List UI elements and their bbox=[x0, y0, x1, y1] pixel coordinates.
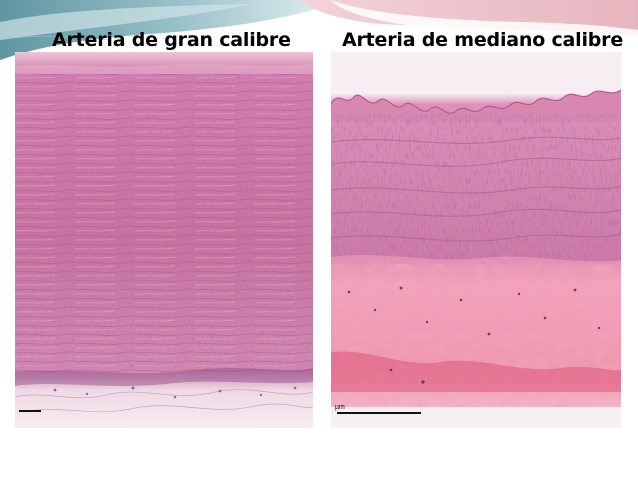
title-medium-artery: Arteria de mediano calibre bbox=[342, 29, 624, 51]
micrograph-large-artery bbox=[15, 52, 313, 428]
micrograph-medium-artery: µm bbox=[331, 52, 621, 428]
title-large-artery: Arteria de gran calibre bbox=[52, 29, 291, 51]
header-decoration bbox=[0, 0, 638, 60]
tissue-image-medium-artery bbox=[331, 52, 621, 428]
scale-unit-label: µm bbox=[335, 404, 345, 411]
tissue-image-large-artery bbox=[15, 52, 313, 428]
scale-bar-right bbox=[337, 412, 421, 414]
scale-bar-left bbox=[19, 410, 41, 412]
